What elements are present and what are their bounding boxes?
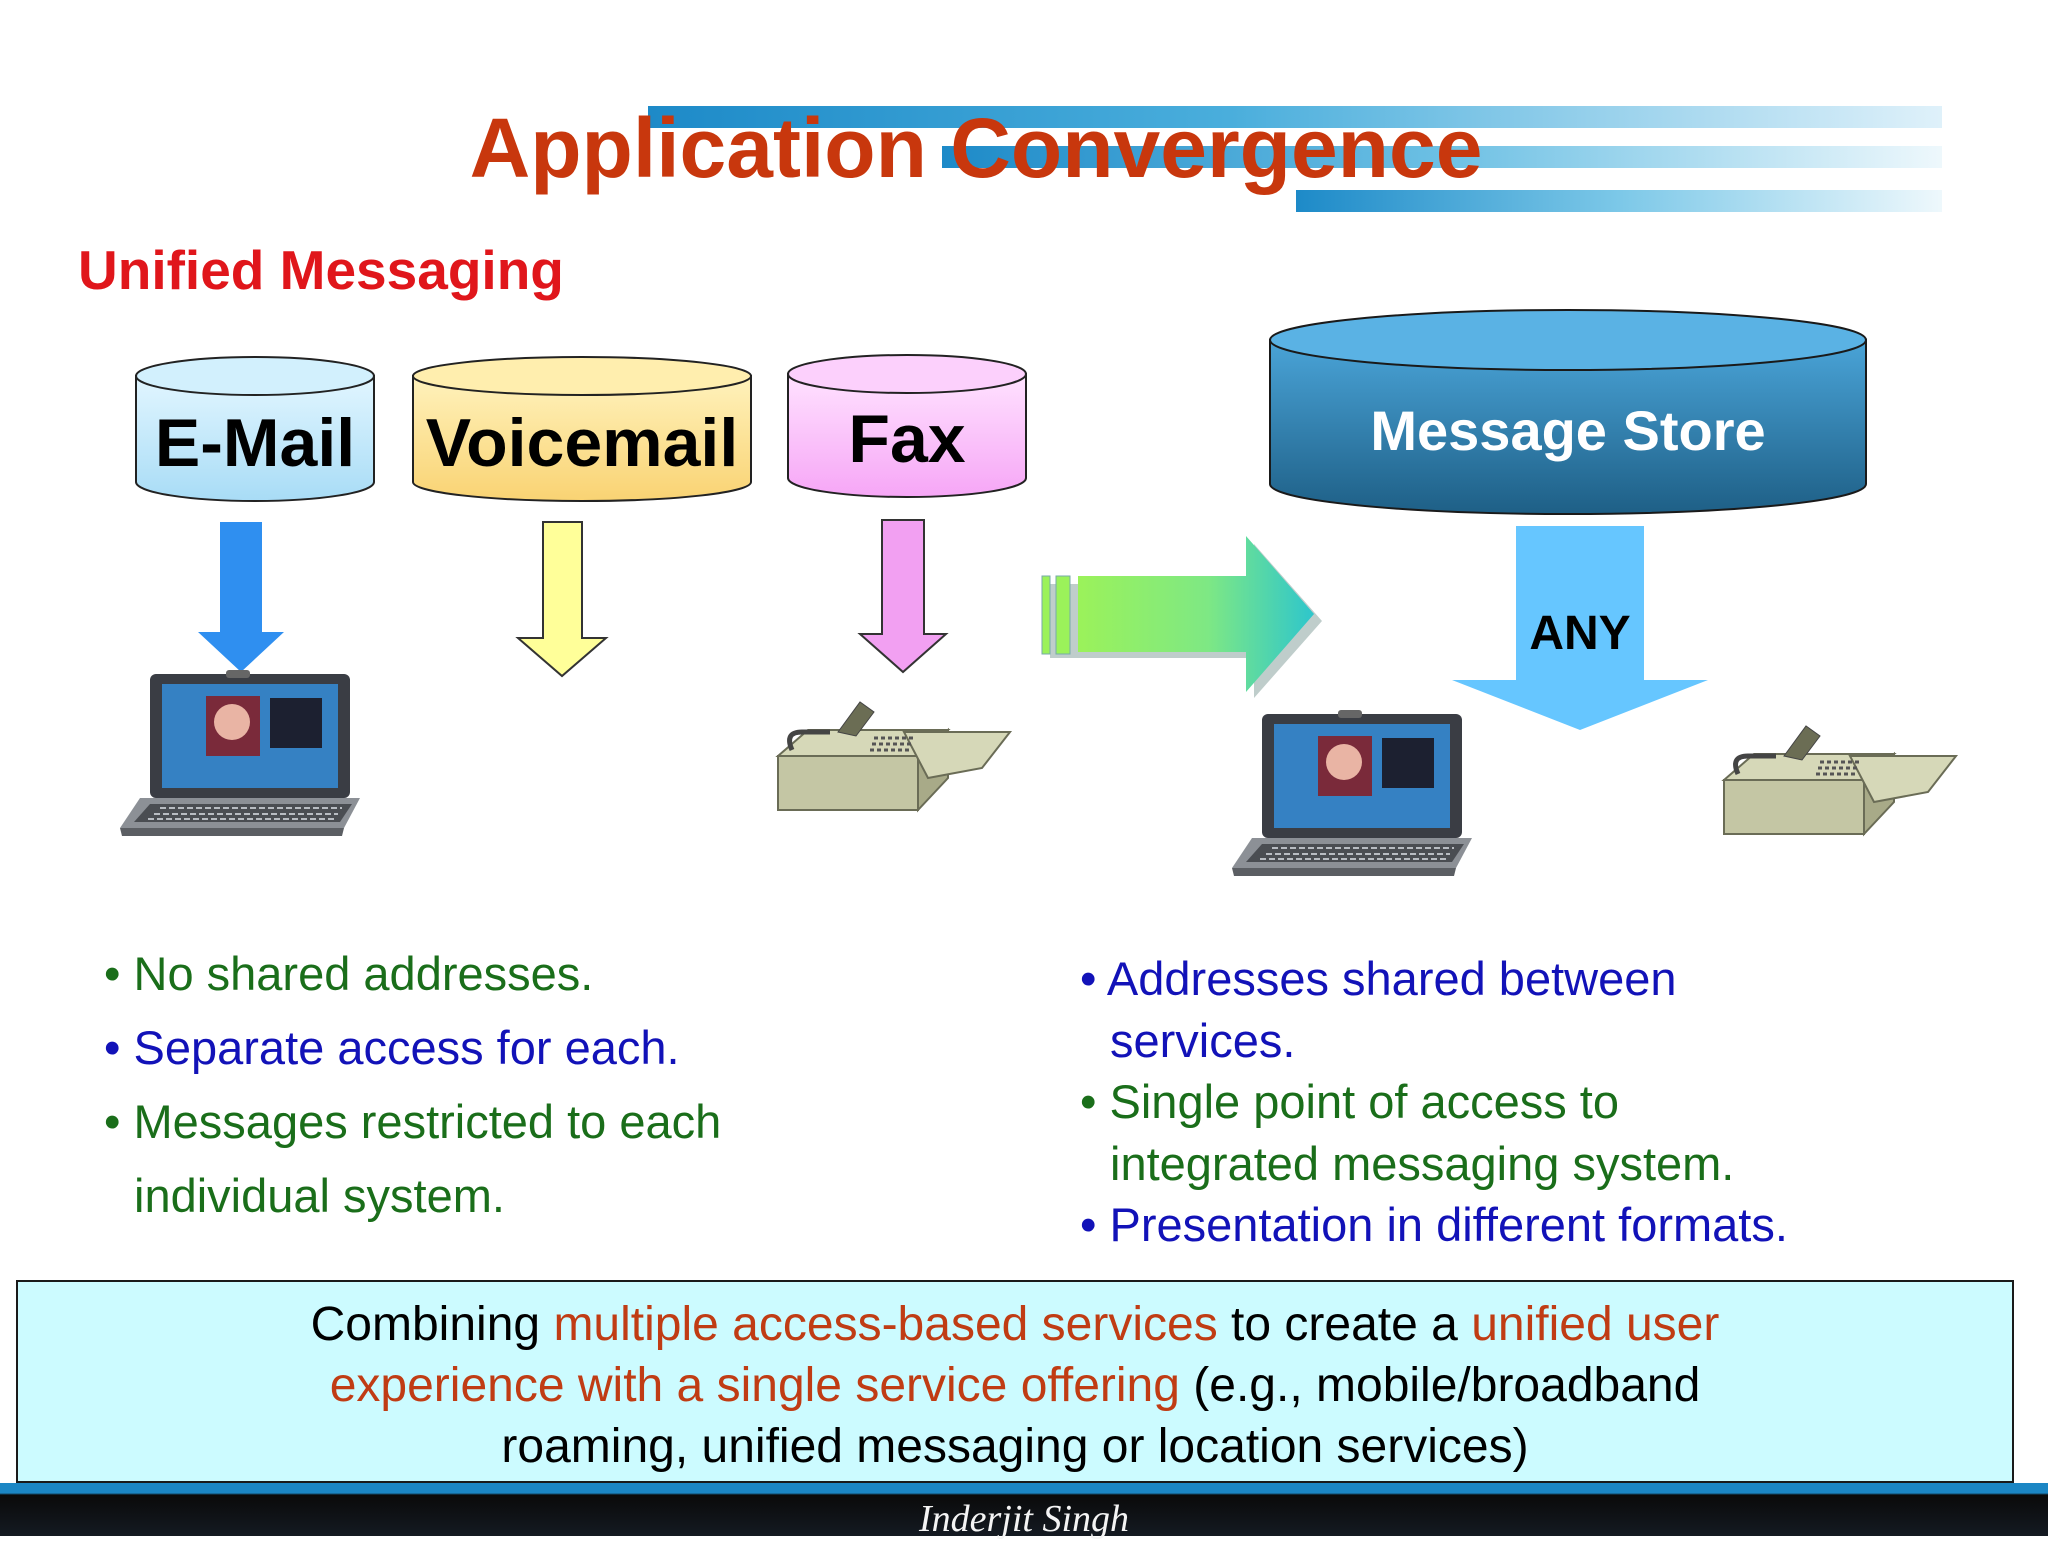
- email-down-arrow: [198, 522, 284, 672]
- footer-author: Inderjit Singh: [918, 1498, 1130, 1540]
- summary-line-1: Combining multiple access-based services…: [18, 1294, 2012, 1355]
- voicemail-label: Voicemail: [425, 405, 739, 481]
- any-label: ANY: [1529, 607, 1631, 660]
- left-bullet-1: • No shared addresses.: [104, 947, 594, 1000]
- summary-highlight: experience with a single service offerin…: [329, 1359, 1180, 1412]
- summary-text: (e.g., mobile/broadband: [1179, 1359, 1701, 1412]
- footer-bar: [0, 1483, 2048, 1536]
- message-store-cylinder: [1269, 309, 1867, 515]
- fax-machine-icon-right: [1721, 725, 1959, 837]
- laptop-icon-right: [1232, 710, 1472, 876]
- convergence-right-arrow: [1041, 536, 1322, 698]
- fax-down-arrow: [857, 519, 949, 674]
- summary-line-2: experience with a single service offerin…: [18, 1355, 2012, 1416]
- summary-line-3: roaming, unified messaging or location s…: [501, 1420, 1529, 1473]
- summary-text: to create a: [1217, 1298, 1472, 1351]
- summary-box: Combining multiple access-based services…: [16, 1280, 2014, 1483]
- header-stripe-bottom: [1296, 190, 1942, 212]
- fax-machine-icon: [775, 701, 1013, 813]
- right-bullet-1-continued: services.: [1110, 1014, 1296, 1067]
- right-bullet-2-continued: integrated messaging system.: [1110, 1137, 1735, 1190]
- laptop-icon: [120, 670, 360, 836]
- summary-text: Combining: [310, 1298, 554, 1351]
- slide-title: Application Convergence: [469, 101, 1483, 195]
- right-bullet-1: • Addresses shared between: [1080, 952, 1677, 1005]
- section-subtitle: Unified Messaging: [78, 239, 564, 301]
- header-stripe-middle: [942, 146, 1942, 168]
- left-bullet-3-continued: individual system.: [134, 1169, 505, 1222]
- any-down-arrow: [1452, 526, 1708, 730]
- fax-store-cylinder: [787, 354, 1027, 498]
- fax-label: Fax: [848, 401, 966, 477]
- left-bullet-3: • Messages restricted to each: [104, 1095, 722, 1148]
- message-store-label: Message Store: [1370, 399, 1766, 462]
- summary-highlight: multiple access-based services: [553, 1298, 1218, 1351]
- left-bullet-2: • Separate access for each.: [104, 1021, 680, 1074]
- email-label: E-Mail: [154, 405, 356, 481]
- email-store-cylinder: [135, 356, 375, 502]
- voicemail-store-cylinder: [412, 356, 752, 502]
- right-bullet-2: • Single point of access to: [1080, 1075, 1619, 1128]
- header-stripe-top: [648, 106, 1942, 128]
- voicemail-down-arrow: [515, 521, 609, 678]
- right-bullet-3: • Presentation in different formats.: [1080, 1198, 1788, 1251]
- summary-highlight: unified user: [1471, 1298, 1720, 1351]
- messaging-diagram: [120, 309, 1959, 876]
